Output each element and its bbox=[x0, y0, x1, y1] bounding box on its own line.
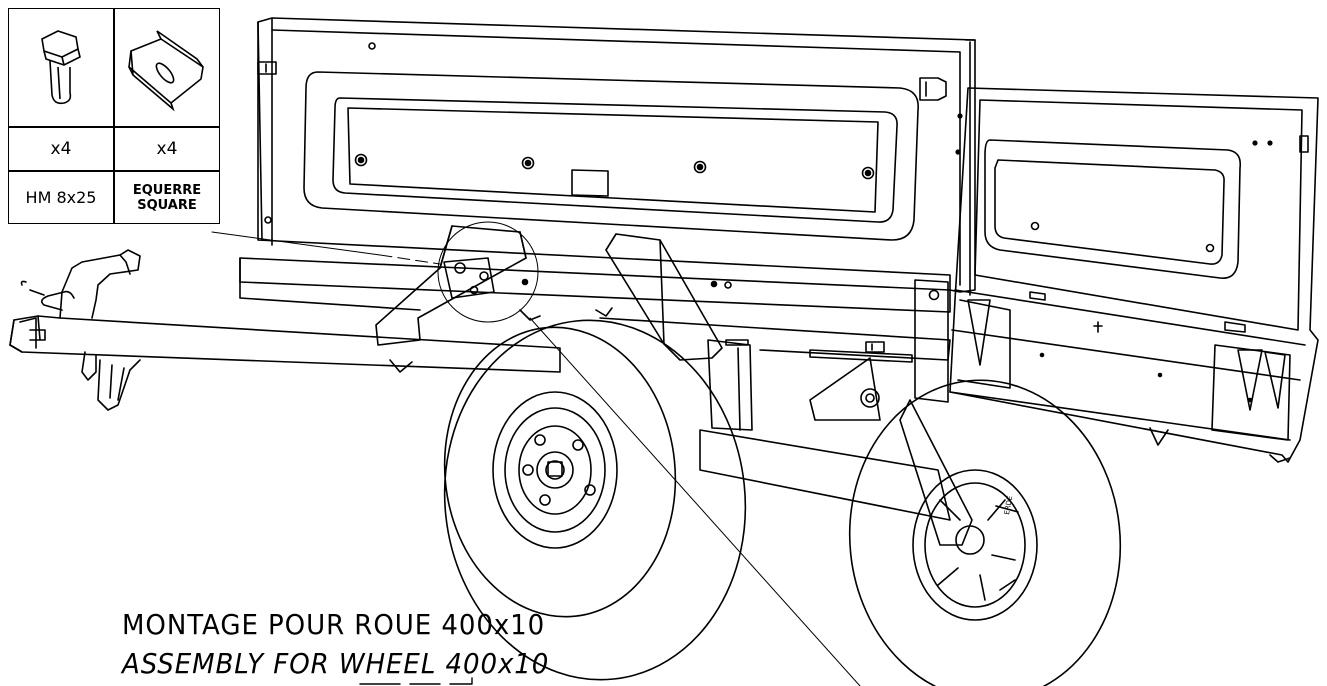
square-label-en: SQUARE bbox=[137, 197, 197, 213]
ground-marking bbox=[359, 677, 473, 685]
angle-bracket-icon bbox=[128, 29, 204, 111]
parts-icon-cell-2 bbox=[114, 9, 219, 127]
square-quantity: x4 bbox=[114, 127, 219, 171]
parts-icon-cell-1 bbox=[9, 9, 114, 127]
bolt-label-text: HM 8x25 bbox=[25, 187, 97, 207]
drawbar-and-hitch bbox=[9, 249, 561, 411]
bolt-quantity: x4 bbox=[9, 127, 114, 171]
parts-table: x4 x4 HM 8x25 EQUERRE SQUARE bbox=[8, 8, 220, 224]
tipper-body-front-panel bbox=[257, 17, 976, 296]
tipper-body-rear bbox=[949, 87, 1319, 463]
axle-and-struts bbox=[375, 225, 973, 546]
right-wheel bbox=[848, 379, 1122, 686]
caption-french: MONTAGE POUR ROUE 400x10 bbox=[122, 608, 546, 641]
leader-lines bbox=[211, 221, 861, 686]
detail-bracket bbox=[443, 257, 613, 321]
caption-english: ASSEMBLY FOR WHEEL 400x10 bbox=[122, 647, 550, 680]
hex-flange-bolt-icon bbox=[41, 29, 81, 104]
square-label: EQUERRE SQUARE bbox=[114, 171, 219, 223]
chassis-frame bbox=[239, 257, 951, 403]
square-label-fr: EQUERRE bbox=[132, 182, 202, 198]
bolt-label: HM 8x25 bbox=[9, 171, 114, 223]
left-wheel bbox=[443, 319, 747, 681]
